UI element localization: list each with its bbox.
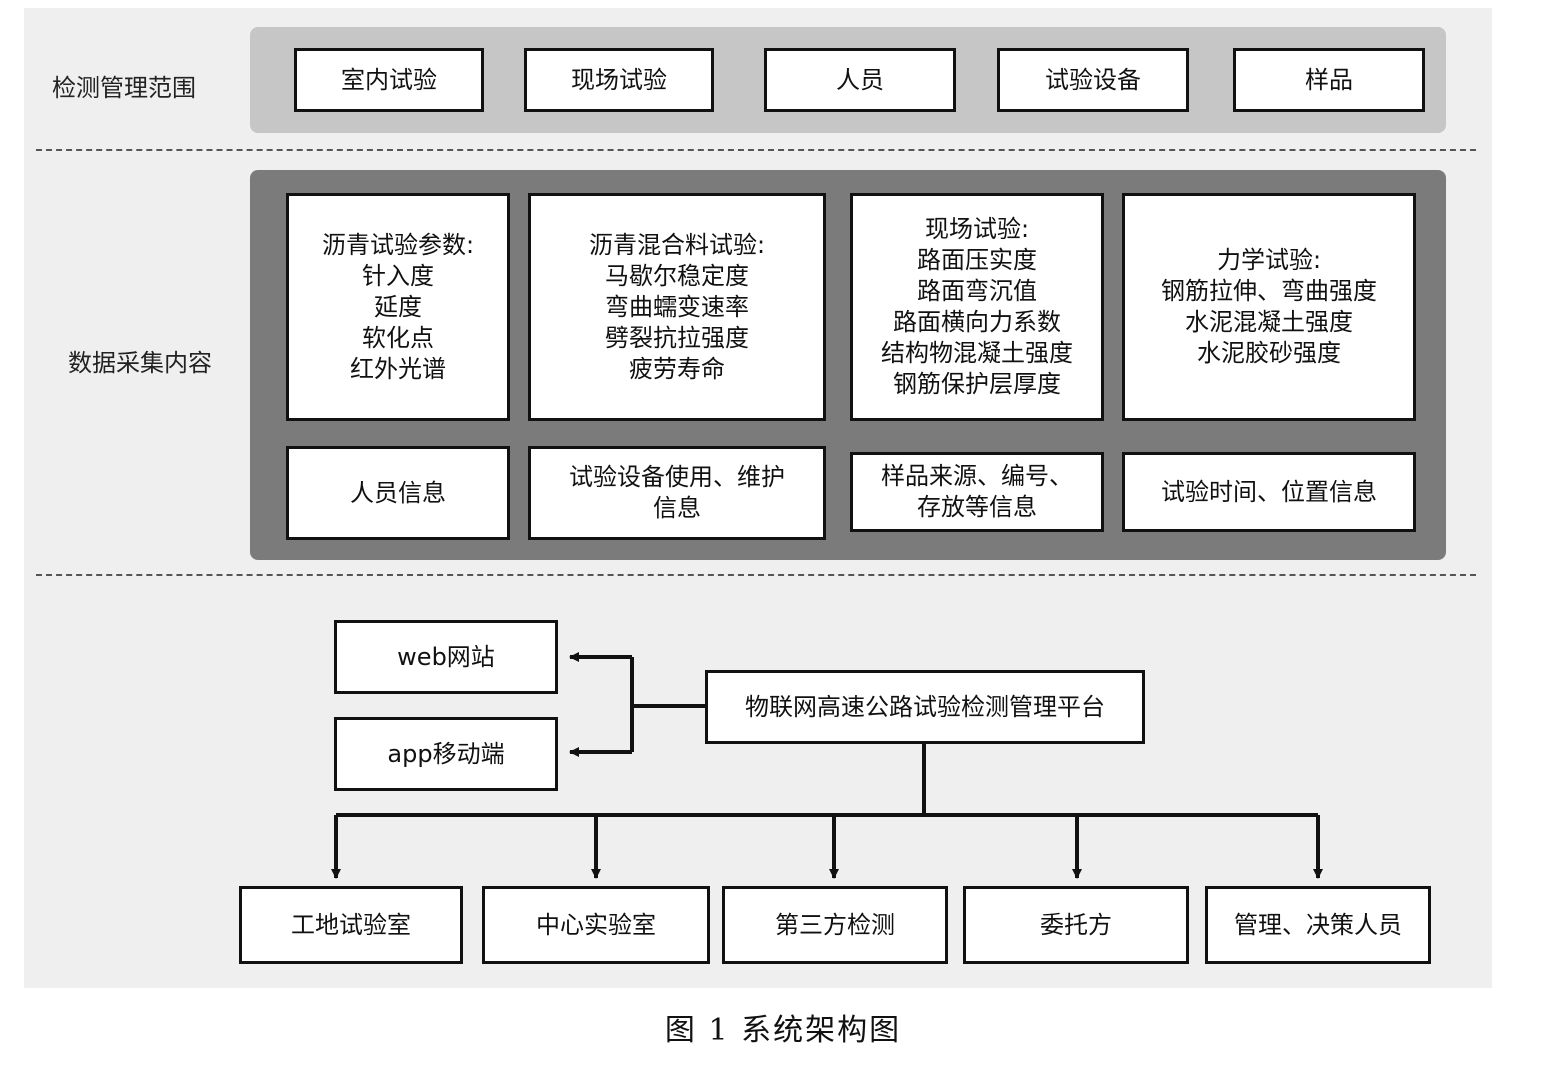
asphalt-mixture-test-box: 沥青混合料试验: 马歇尔稳定度 弯曲蠕变速率 劈裂抗拉强度 疲劳寿命 (528, 193, 826, 421)
app-mobile-box: app移动端 (334, 717, 558, 791)
mechanical-test-box: 力学试验: 钢筋拉伸、弯曲强度 水泥混凝土强度 水泥胶砂强度 (1122, 193, 1416, 421)
data-section-label: 数据采集内容 (68, 349, 212, 377)
user-third-party-box: 第三方检测 (722, 886, 948, 964)
platform-box: 物联网高速公路试验检测管理平台 (705, 670, 1145, 744)
user-client-box: 委托方 (963, 886, 1189, 964)
time-location-info-box: 试验时间、位置信息 (1122, 452, 1416, 532)
scope-item-equipment: 试验设备 (997, 48, 1189, 112)
figure-caption: 图 1 系统架构图 (664, 1013, 902, 1048)
user-managers-box: 管理、决策人员 (1205, 886, 1431, 964)
scope-item-samples: 样品 (1233, 48, 1425, 112)
personnel-info-box: 人员信息 (286, 446, 510, 540)
scope-section-label: 检测管理范围 (52, 74, 196, 102)
user-central-lab-box: 中心实验室 (482, 886, 710, 964)
web-site-box: web网站 (334, 620, 558, 694)
scope-item-personnel: 人员 (764, 48, 956, 112)
scope-item-indoor-test: 室内试验 (294, 48, 484, 112)
scope-item-field-test: 现场试验 (524, 48, 714, 112)
section-divider-2 (36, 574, 1476, 576)
field-test-box: 现场试验: 路面压实度 路面弯沉值 路面横向力系数 结构物混凝土强度 钢筋保护层… (850, 193, 1104, 421)
sample-info-box: 样品来源、编号、 存放等信息 (850, 452, 1104, 532)
equipment-info-box: 试验设备使用、维护 信息 (528, 446, 826, 540)
user-site-lab-box: 工地试验室 (239, 886, 463, 964)
section-divider-1 (36, 149, 1476, 151)
asphalt-test-box: 沥青试验参数: 针入度 延度 软化点 红外光谱 (286, 193, 510, 421)
